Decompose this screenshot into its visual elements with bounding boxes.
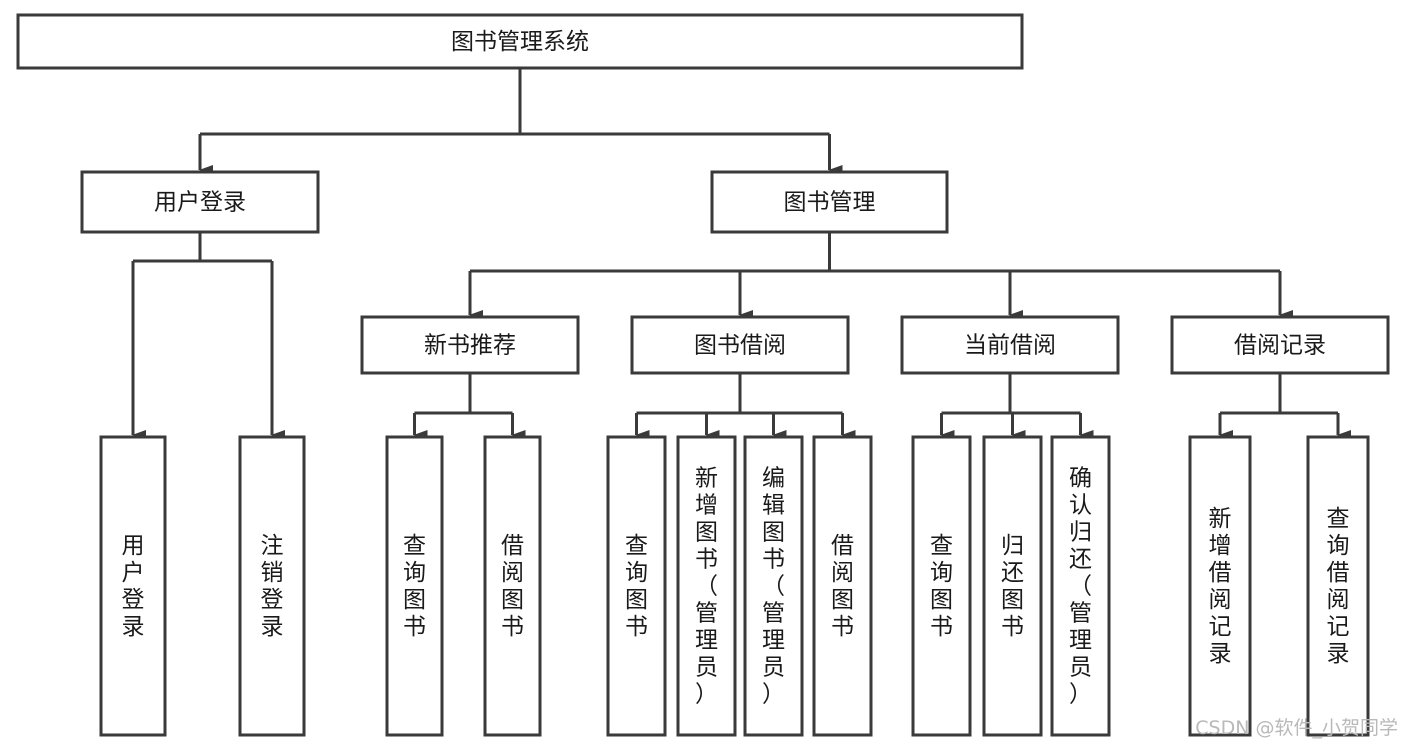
- node-leaf-0[interactable]: 用户登录: [99, 435, 167, 737]
- node-box[interactable]: [99, 435, 167, 737]
- node-label: 当前借阅: [964, 333, 1056, 359]
- node-label: 图书管理系统: [451, 29, 589, 55]
- node-leaf-3[interactable]: 借阅图书: [483, 435, 542, 737]
- node-box[interactable]: [676, 435, 737, 737]
- node-box[interactable]: [80, 170, 320, 234]
- connector-edges: [131, 68, 1351, 440]
- node-label: 图书借阅: [694, 333, 786, 359]
- node-level2-0[interactable]: 用户登录: [80, 170, 320, 234]
- node-box[interactable]: [483, 435, 542, 737]
- node-label: 归还图书: [1001, 533, 1024, 640]
- node-box[interactable]: [1050, 435, 1111, 737]
- node-label: 查询图书: [930, 533, 953, 640]
- node-box[interactable]: [16, 13, 1024, 70]
- node-root-0[interactable]: 图书管理系统: [16, 13, 1024, 70]
- node-label: 注销登录: [261, 533, 284, 640]
- node-label: 查询图书: [403, 533, 426, 640]
- node-label: 借阅记录: [1234, 333, 1326, 359]
- node-label: 图书管理: [784, 190, 876, 216]
- watermark-text: CSDN @软件_小贺同学: [1195, 717, 1398, 739]
- node-box[interactable]: [360, 315, 580, 375]
- node-leaf-9[interactable]: 归还图书: [982, 435, 1043, 737]
- node-box[interactable]: [1306, 435, 1370, 737]
- node-box[interactable]: [911, 435, 972, 737]
- node-level2-1[interactable]: 图书管理: [710, 170, 949, 234]
- node-label: 新书推荐: [424, 333, 516, 359]
- node-box[interactable]: [1188, 435, 1252, 737]
- node-leaf-4[interactable]: 查询图书: [606, 435, 667, 737]
- node-box[interactable]: [743, 435, 804, 737]
- node-leaf-7[interactable]: 借阅图书: [812, 435, 873, 737]
- node-label: 用户登录: [154, 190, 246, 216]
- node-box[interactable]: [812, 435, 873, 737]
- node-leaf-2[interactable]: 查询图书: [385, 435, 444, 737]
- node-leaf-1[interactable]: 注销登录: [238, 435, 306, 737]
- node-label: 确认归还（管理员）: [1069, 466, 1092, 708]
- node-box[interactable]: [710, 170, 949, 234]
- node-label: 借阅图书: [831, 533, 854, 640]
- node-label: 查询图书: [625, 533, 648, 640]
- node-label: 查询借阅记录: [1327, 506, 1350, 667]
- node-level3-3[interactable]: 借阅记录: [1170, 315, 1390, 375]
- node-level3-0[interactable]: 新书推荐: [360, 315, 580, 375]
- node-leaf-12[interactable]: 查询借阅记录: [1306, 435, 1370, 737]
- node-leaf-6[interactable]: 编辑图书（管理员）: [743, 435, 804, 737]
- node-box[interactable]: [385, 435, 444, 737]
- node-label: 新增借阅记录: [1209, 506, 1232, 667]
- diagram-nodes: 图书管理系统用户登录图书管理新书推荐图书借阅当前借阅借阅记录用户登录注销登录查询…: [16, 13, 1390, 737]
- node-label: 借阅图书: [501, 533, 524, 640]
- node-label: 编辑图书（管理员）: [762, 466, 785, 708]
- node-level3-2[interactable]: 当前借阅: [900, 315, 1120, 375]
- node-box[interactable]: [606, 435, 667, 737]
- node-box[interactable]: [238, 435, 306, 737]
- node-leaf-10[interactable]: 确认归还（管理员）: [1050, 435, 1111, 737]
- node-label: 新增图书（管理员）: [695, 466, 718, 708]
- node-level3-1[interactable]: 图书借阅: [630, 315, 850, 375]
- node-box[interactable]: [630, 315, 850, 375]
- node-box[interactable]: [982, 435, 1043, 737]
- node-leaf-8[interactable]: 查询图书: [911, 435, 972, 737]
- node-label: 用户登录: [122, 533, 145, 640]
- node-box[interactable]: [1170, 315, 1390, 375]
- node-box[interactable]: [900, 315, 1120, 375]
- node-leaf-11[interactable]: 新增借阅记录: [1188, 435, 1252, 737]
- node-leaf-5[interactable]: 新增图书（管理员）: [676, 435, 737, 737]
